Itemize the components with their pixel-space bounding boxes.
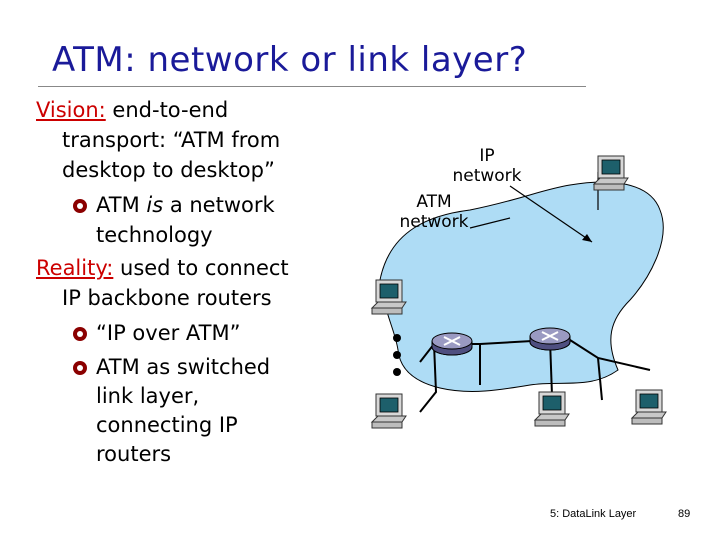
router-icon xyxy=(529,327,571,351)
desktop-computer-icon xyxy=(631,389,667,425)
network-diagram-svg xyxy=(371,155,667,429)
vision-text: end-to-end xyxy=(105,98,229,122)
vision-sub-text-c: a network xyxy=(163,193,275,217)
title-divider xyxy=(38,86,586,87)
footer-chapter: 5: DataLink Layer xyxy=(550,508,637,520)
vision-sub-text-a: ATM xyxy=(96,193,147,217)
vision-label: Vision: xyxy=(36,98,106,122)
vision-sub-line: ATM is a network xyxy=(96,193,275,217)
desktop-computer-icon xyxy=(593,155,629,191)
more-hosts-dots xyxy=(393,334,401,376)
footer-page-number: 89 xyxy=(678,508,691,520)
router-icon xyxy=(431,332,473,356)
atm-network-label: ATM network xyxy=(378,192,490,232)
sub-bullet-icon xyxy=(73,327,87,341)
reality-sub-line-2: ATM as switched xyxy=(96,355,271,379)
reality-line-2: IP backbone routers xyxy=(62,286,272,310)
reality-label: Reality: xyxy=(36,256,114,280)
atm-network-label-line-1: ATM xyxy=(416,192,452,212)
atm-network-label-line-2: network xyxy=(399,212,469,232)
vision-line-2: transport: “ATM from xyxy=(62,128,281,152)
sub-bullet-icon xyxy=(73,361,87,375)
ip-network-label: IP network xyxy=(442,146,532,186)
ip-network-label-line-2: network xyxy=(452,166,522,186)
desktop-computer-icon xyxy=(371,393,407,429)
vision-line: Vision: end-to-end xyxy=(36,98,228,122)
atm-pointer xyxy=(469,217,511,229)
reality-sub-line-5: routers xyxy=(96,442,172,466)
vision-line-3: desktop to desktop” xyxy=(62,158,275,182)
reality-sub-line-3: link layer, xyxy=(96,384,200,408)
vision-sub-emphasis: is xyxy=(146,193,164,217)
desktop-computer-icon xyxy=(534,391,570,427)
desktop-computer-icon xyxy=(371,279,407,315)
slide-title: ATM: network or link layer? xyxy=(52,40,528,80)
ip-pointer-arrowhead xyxy=(582,234,592,242)
network-diagram: IP network ATM network xyxy=(360,130,720,450)
reality-text: used to connect xyxy=(113,256,289,280)
reality-sub-line-4: connecting IP xyxy=(96,413,238,437)
reality-line: Reality: used to connect xyxy=(36,256,289,280)
sub-bullet-icon xyxy=(73,199,87,213)
ip-network-label-line-1: IP xyxy=(479,146,495,166)
ip-pointer xyxy=(509,185,593,243)
reality-sub-line-1: “IP over ATM” xyxy=(96,321,241,345)
vision-sub-line-2: technology xyxy=(96,223,213,247)
bullet-list: Vision: end-to-end transport: “ATM from … xyxy=(36,98,289,466)
